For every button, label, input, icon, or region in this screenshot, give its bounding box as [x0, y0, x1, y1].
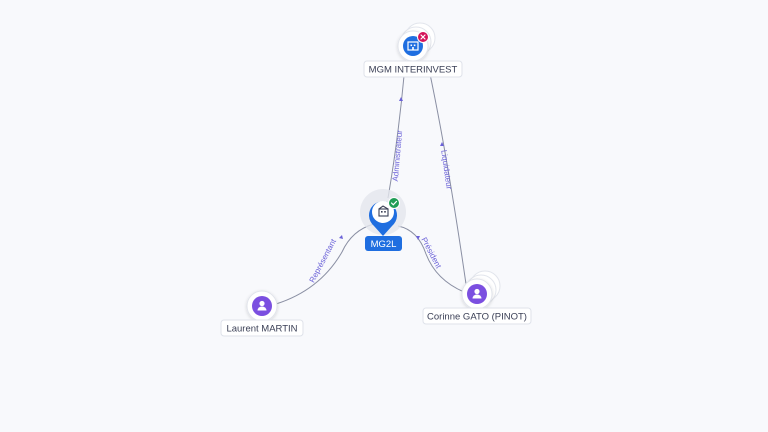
edge-label-liquidateur: Liquidateur	[439, 149, 453, 190]
arrow-icon	[339, 235, 343, 239]
node-corinne-gato[interactable]: Corinne GATO (PINOT)	[422, 270, 532, 325]
edge-administrateur[interactable]: Administrateur	[387, 75, 405, 199]
person-icon	[257, 300, 267, 311]
arrow-icon	[440, 142, 444, 146]
building-icon	[378, 205, 389, 217]
node-label-laurent: Laurent MARTIN	[226, 324, 297, 335]
arrow-icon	[399, 97, 403, 101]
edge-president[interactable]: Président	[397, 225, 465, 293]
node-mgm-interinvest[interactable]: MGM INTERINVEST	[363, 22, 463, 78]
node-mg2l[interactable]: MG2L	[360, 189, 406, 251]
arrow-icon	[416, 236, 420, 240]
node-label-corinne: Corinne GATO (PINOT)	[427, 312, 527, 323]
edge-label-administrateur: Administrateur	[391, 129, 404, 181]
closed-icon	[417, 31, 429, 43]
edge-representant[interactable]: Représentant	[275, 223, 375, 305]
node-label-mg2l: MG2L	[371, 239, 397, 250]
person-icon	[472, 288, 482, 299]
node-laurent-martin[interactable]: Laurent MARTIN	[220, 290, 304, 337]
check-icon	[388, 197, 400, 209]
building-icon	[407, 41, 419, 51]
node-label-mgm: MGM INTERINVEST	[369, 65, 458, 76]
